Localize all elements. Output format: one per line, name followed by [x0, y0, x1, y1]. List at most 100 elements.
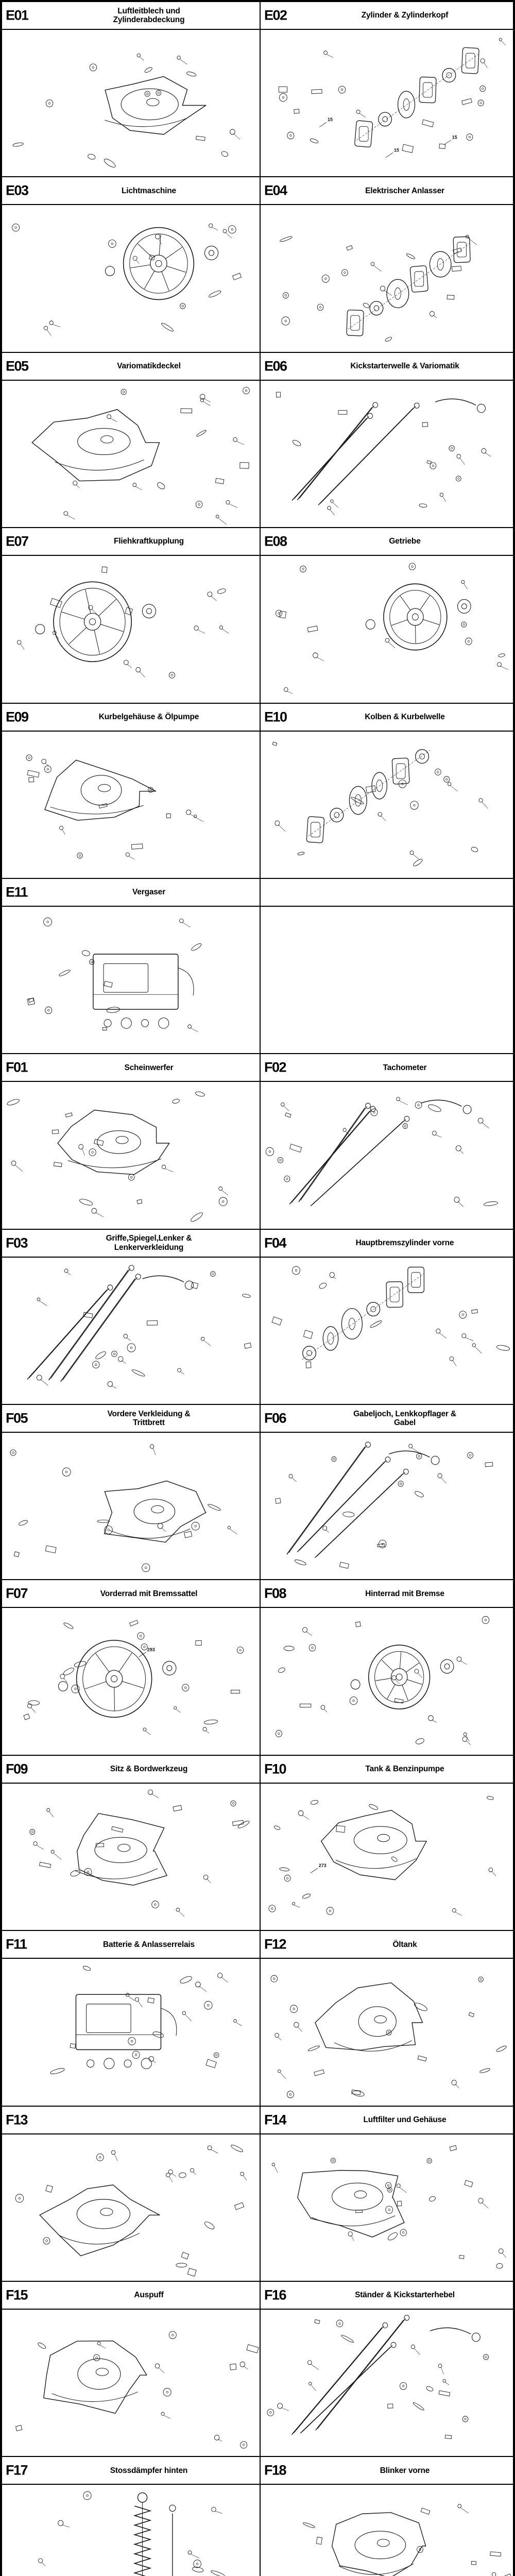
exploded-view-speedometer — [265, 1097, 499, 1207]
cell-header: Luftfilter und Gehäuse F14 — [260, 2107, 513, 2134]
diagram-area — [261, 2310, 513, 2456]
cell-f15: Auspuff F15 — [2, 2281, 260, 2457]
cell-header: Luftleitblech und Zylinderabdeckung E01 — [2, 2, 260, 30]
cell-header: Vordere Verkleidung & Trittbrett F05 — [2, 1405, 260, 1433]
cell-e06: Kickstarterwelle & Variomatik E06 — [260, 352, 513, 528]
cell-e05: Variomatikdeckel E05 — [2, 352, 260, 528]
diagram-area — [261, 1608, 513, 1754]
exploded-view-oil-tank — [270, 1975, 507, 2098]
cell-header: Vergaser E11 — [2, 879, 260, 907]
section-title: Vorderrad mit Bremssattel — [100, 1589, 198, 1598]
cell-e10: Kolben & Kurbelwelle E10 — [260, 703, 513, 878]
cell-f02: Tachometer F02 — [260, 1054, 513, 1229]
section-code: E04 — [264, 182, 287, 198]
cell-header: Blinker vorne F18 — [260, 2457, 513, 2485]
section-code: F15 — [6, 2287, 28, 2303]
section-code: E03 — [6, 182, 29, 198]
part-callout-number: 15 — [452, 135, 457, 140]
section-code: F04 — [264, 1235, 287, 1251]
section-code: F06 — [264, 1410, 287, 1426]
section-code: F16 — [264, 2287, 287, 2303]
section-title: Griffe,Spiegel,Lenker & Lenkerverkleidun… — [106, 1234, 192, 1252]
exploded-view-front-fairing-floorboard — [10, 1444, 237, 1572]
cell-header: Griffe,Spiegel,Lenker & Lenkerverkleidun… — [2, 1230, 260, 1258]
section-code: F11 — [6, 1936, 27, 1952]
diagram-area: 293 — [2, 1608, 260, 1754]
section-title: Tank & Benzinpumpe — [365, 1765, 444, 1774]
section-code: E02 — [264, 7, 287, 23]
section-code: E11 — [6, 884, 28, 900]
cell-f03: Griffe,Spiegel,Lenker & Lenkerverkleidun… — [2, 1229, 260, 1405]
section-title: Hauptbremszylinder vorne — [355, 1239, 454, 1248]
section-code: E01 — [6, 7, 29, 23]
cell-header: Gabeljoch, Lenkkopflager & Gabel F06 — [260, 1405, 513, 1433]
section-title: Tachometer — [383, 1063, 427, 1072]
cell-header: Zylinder & Zylinderkopf E02 — [260, 2, 513, 30]
section-title: Vergaser — [132, 888, 165, 897]
diagram-area: 390 — [261, 2485, 513, 2576]
diagram-area — [2, 1959, 260, 2105]
exploded-view-fuel-tank-pump: 273 — [268, 1796, 496, 1916]
part-callout-number: 15 — [328, 117, 333, 122]
cell-e11: Vergaser E11 — [2, 878, 260, 1054]
cell-f13: F13 — [2, 2106, 260, 2282]
diagram-area — [2, 1082, 260, 1228]
cell-header: Vorderrad mit Bremssattel F07 — [2, 1580, 260, 1608]
diagram-area — [2, 1784, 260, 1930]
diagram-area — [261, 1959, 513, 2105]
cell-header: Elektrischer Anlasser E04 — [260, 177, 513, 206]
cell-header: Stossdämpfer hinten F17 — [2, 2457, 260, 2485]
exploded-view-headlight — [7, 1091, 229, 1222]
cell-e01: Luftleitblech und Zylinderabdeckung E01 — [2, 2, 260, 177]
cell-e09: Kurbelgehäuse & Ölpumpe E09 — [2, 703, 260, 878]
part-callout-number: 293 — [147, 1647, 155, 1652]
cell-f18: Blinker vorne F18 390 — [260, 2456, 513, 2576]
cell-header: Sitz & Bordwerkzeug F09 — [2, 1756, 260, 1784]
exploded-view-air-filter-housing — [271, 2145, 506, 2269]
cell-header: Hauptbremszylinder vorne F04 — [260, 1230, 513, 1258]
section-title: Stossdämpfer hinten — [110, 2466, 188, 2475]
cell-header: Kolben & Kurbelwelle E10 — [260, 704, 513, 732]
exploded-view-grips-mirrors-handlebar — [27, 1265, 252, 1388]
exploded-view-electric-starter — [280, 235, 477, 342]
diagram-area — [261, 381, 513, 527]
section-code: E10 — [264, 709, 287, 725]
section-code: E09 — [6, 709, 29, 725]
section-code: F17 — [6, 2462, 28, 2478]
exploded-view-front-indicators: 390 — [302, 2504, 512, 2576]
section-title: Kurbelgehäuse & Ölpumpe — [98, 712, 199, 721]
exploded-view-exhaust — [15, 2331, 259, 2449]
empty-diagram-area — [261, 907, 513, 1053]
section-code: E07 — [6, 533, 29, 549]
cell-header: Batterie & Anlasserrelais F11 — [2, 1931, 260, 1959]
cell-header: Tank & Benzinpumpe F10 — [260, 1756, 513, 1784]
section-title: Vordere Verkleidung & Trittbrett — [107, 1409, 191, 1428]
diagram-area — [261, 907, 513, 1053]
section-title: Getriebe — [389, 537, 421, 546]
exploded-view-rear-shock — [38, 2491, 225, 2576]
diagram-area: 273 — [261, 1784, 513, 1930]
cell-header: Hinterrad mit Bremse F08 — [260, 1580, 513, 1608]
diagram-area — [261, 1258, 513, 1404]
section-title: Auspuff — [134, 2291, 164, 2300]
section-code: F10 — [264, 1761, 287, 1777]
cell-f01: Scheinwerfer F01 — [2, 1054, 260, 1229]
section-title: Hinterrad mit Bremse — [365, 1589, 444, 1598]
diagram-area — [2, 2485, 260, 2576]
exploded-view-gearbox — [275, 563, 509, 694]
exploded-view-body-panels — [15, 2144, 247, 2277]
section-title: Luftleitblech und Zylinderabdeckung — [113, 6, 185, 24]
exploded-view-rear-wheel-brake — [275, 1616, 490, 1745]
cell-header: Öltank F12 — [260, 1931, 513, 1959]
cell-e04: Elektrischer Anlasser E04 — [260, 177, 513, 352]
section-title: Batterie & Anlasserrelais — [103, 1940, 195, 1949]
exploded-view-stand-kickstart-lever — [267, 2315, 489, 2439]
cell-header: F13 — [2, 2107, 260, 2134]
section-title: Zylinder & Zylinderkopf — [361, 11, 449, 20]
section-title: Lichtmaschine — [122, 186, 176, 195]
section-code: F01 — [6, 1059, 28, 1075]
section-title: Gabeljoch, Lenkkopflager & Gabel — [353, 1409, 456, 1428]
